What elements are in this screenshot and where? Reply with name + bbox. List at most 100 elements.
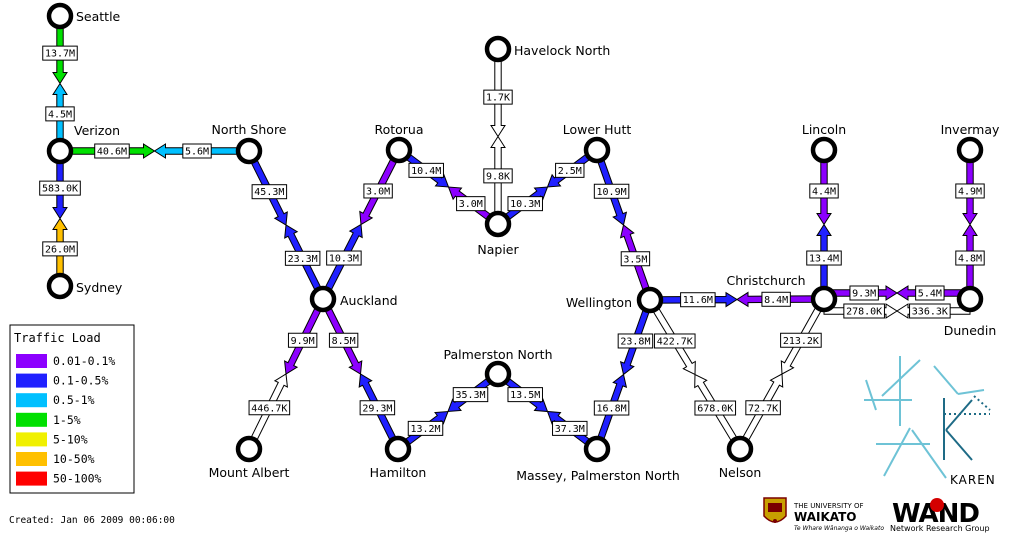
waikato-logo: THE UNIVERSITY OF WAIKATO Te Whare Wānan… (763, 497, 884, 532)
node-lower-hutt[interactable]: Lower Hutt (563, 122, 632, 164)
bandwidth-label-text: 11.6M (683, 295, 713, 306)
node-ring-icon (810, 136, 838, 164)
bandwidth-label: 583.0K (39, 180, 81, 196)
bandwidth-label: 13.5M (507, 387, 543, 403)
bandwidth-label-text: 583.0K (42, 184, 78, 195)
legend-swatch (16, 373, 47, 388)
bandwidth-label-text: 29.3M (362, 403, 392, 414)
node-sydney[interactable]: Sydney (46, 272, 123, 300)
node-label: Verizon (74, 123, 120, 138)
node-label: Napier (477, 242, 519, 257)
bandwidth-label-box (483, 89, 513, 105)
bandwidth-label-box (909, 303, 951, 319)
bandwidth-label: 3.0M (456, 196, 486, 212)
legend-swatch (16, 471, 47, 486)
node-lincoln[interactable]: Lincoln (802, 122, 846, 164)
node-mount-albert[interactable]: Mount Albert (209, 435, 290, 480)
legend-swatch (16, 354, 47, 368)
legend-swatch (16, 412, 47, 427)
node-seattle[interactable]: Seattle (46, 2, 121, 30)
bandwidth-label: 4.5M (45, 106, 75, 122)
bandwidth-label-text: 9.3M (852, 289, 876, 300)
bandwidth-label-box (915, 285, 945, 301)
node-label: Seattle (76, 9, 121, 24)
bandwidth-label: 5.6M (182, 143, 212, 159)
legend-item: 1-5% (16, 412, 81, 427)
bandwidth-label-text: 13.2M (410, 424, 440, 435)
node-label: Wellington (566, 295, 632, 310)
node-napier[interactable]: Napier (477, 210, 519, 257)
node-christchurch[interactable]: Christchurch (726, 273, 838, 313)
bandwidth-label-text: 35.3M (455, 390, 485, 401)
bandwidth-label: 4.4M (809, 183, 839, 199)
node-label: Havelock North (514, 43, 610, 58)
node-massey[interactable]: Massey, Palmerston North (516, 435, 680, 483)
bandwidth-label: 16.8M (593, 400, 630, 416)
node-palmerston-north[interactable]: Palmerston North (443, 347, 553, 388)
bandwidth-label-box (507, 196, 543, 212)
node-nelson[interactable]: Nelson (719, 435, 762, 480)
bandwidth-label-box (620, 251, 651, 267)
bandwidth-label-text: 446.7K (251, 403, 287, 414)
bandwidth-label: 72.7K (745, 400, 781, 416)
bandwidth-label: 13.4M (806, 250, 842, 266)
bandwidth-label-box (284, 250, 321, 266)
legend-label: 0.1-0.5% (53, 374, 108, 388)
node-havelock-north[interactable]: Havelock North (484, 35, 610, 63)
node-ring-icon (384, 435, 412, 463)
bandwidth-label: 5.4M (915, 285, 945, 301)
bandwidth-label-text: 10.3M (329, 254, 359, 265)
bandwidth-label: 11.6M (680, 292, 716, 308)
bandwidth-label-text: 23.8M (620, 336, 650, 347)
legend-title: Traffic Load (14, 331, 101, 345)
bandwidth-label-box (94, 143, 130, 159)
bandwidth-label: 13.7M (42, 45, 78, 61)
node-ring-icon (46, 2, 74, 30)
waikato-small-text: THE UNIVERSITY OF (793, 502, 864, 510)
bandwidth-label: 29.3M (359, 400, 396, 416)
node-ring-icon (956, 285, 984, 313)
bandwidth-label-text: 4.8M (958, 254, 982, 265)
node-rotorua[interactable]: Rotorua (374, 122, 424, 164)
node-ring-icon (583, 435, 611, 463)
bandwidth-label-box (809, 183, 839, 199)
bandwidth-label-text: 8.5M (332, 336, 356, 347)
bandwidth-label: 8.4M (761, 291, 791, 307)
bandwidth-label-text: 26.0M (45, 244, 75, 255)
bandwidth-label: 37.3M (552, 420, 588, 436)
node-hamilton[interactable]: Hamilton (370, 435, 427, 480)
bandwidth-label-box (363, 183, 393, 199)
bandwidth-label-text: 422.7K (657, 336, 693, 347)
bandwidth-label: 4.9M (955, 183, 985, 199)
node-north-shore[interactable]: North Shore (212, 122, 287, 165)
bandwidth-label-text: 4.9M (958, 186, 982, 197)
bandwidth-label-text: 45.3M (254, 187, 284, 198)
bandwidth-label: 10.4M (408, 162, 444, 178)
bandwidth-label-text: 8.4M (764, 295, 788, 306)
bandwidth-label-box (359, 400, 396, 416)
node-dunedin[interactable]: Dunedin (944, 285, 997, 338)
bandwidth-label-text: 5.4M (918, 289, 942, 300)
legend-swatch (16, 452, 47, 466)
node-ring-icon (636, 286, 664, 314)
bandwidth-label-box (328, 332, 359, 348)
legend-item: 0.1-0.5% (16, 373, 108, 388)
bandwidth-label-box (593, 183, 630, 199)
legend-label: 0.5-1% (53, 393, 95, 407)
node-wellington[interactable]: Wellington (566, 286, 664, 314)
bandwidth-label-box (456, 196, 486, 212)
bandwidth-label-text: 10.3M (510, 199, 540, 210)
legend-swatch (16, 432, 47, 447)
node-ring-icon (484, 35, 512, 63)
bandwidth-label-box (761, 291, 791, 307)
node-invermay[interactable]: Invermay (941, 122, 1000, 164)
node-auckland[interactable]: Auckland (309, 285, 398, 313)
links-layer (52, 15, 978, 453)
bandwidth-label-text: 4.5M (48, 109, 72, 120)
bandwidth-label-box (955, 250, 985, 266)
node-label: Mount Albert (209, 465, 290, 480)
bandwidth-label-box (42, 241, 78, 257)
bandwidth-label-text: 23.3M (288, 254, 318, 265)
node-verizon[interactable]: Verizon (46, 123, 120, 165)
bandwidth-label-box (408, 162, 444, 178)
